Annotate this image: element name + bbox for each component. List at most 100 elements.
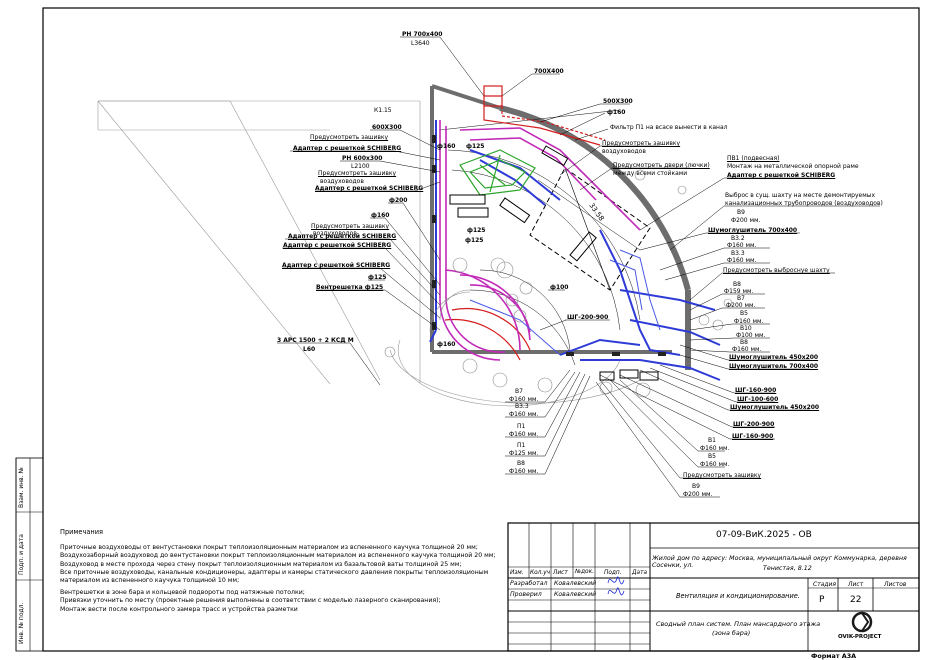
drawing-label: Ф160 мм. [509, 396, 539, 403]
drawing-label: Предусмотреть зашивку [602, 140, 681, 147]
drawing-label: Шумоглушитель 700x400 [708, 227, 798, 234]
drawing-label: Ф200 мм. [726, 302, 756, 309]
drawing-label: между всеми стойками [613, 170, 688, 177]
drawing-label: ф160 [437, 143, 456, 150]
drawing-label: Предусмотреть зашивку [683, 472, 762, 479]
drawing-label: ШГ-100-600 [737, 396, 779, 403]
drawing-label: ШГ-160-900 [732, 433, 774, 440]
drawing-label: Ф160 мм. [509, 411, 539, 418]
stamp-header-sheet: Лист [848, 581, 864, 588]
note-line: Приточные воздуховоды от вентустановки п… [60, 544, 478, 552]
stamp-drawing-title-line2: (зона бара) [712, 629, 751, 637]
drawing-label: В3.3 [515, 403, 529, 410]
drawing-label: Выброс в сущ. шахту на месте демонтируем… [725, 192, 876, 199]
drawing-label: В7 [737, 295, 745, 302]
stamp-header-data: Дата [632, 570, 648, 576]
stamp-drawing-title-line1: Сводный план систем. План мансардного эт… [656, 620, 821, 628]
drawing-label: Адаптер с решеткой SCHIBERG [282, 262, 391, 269]
drawing-label: ф160 [607, 109, 626, 116]
drawing-label: ф125 [466, 143, 485, 150]
drawing-label: L2100 [351, 163, 370, 170]
drawing-label: В10 [740, 325, 752, 332]
drawing-label: Ф200 мм. [731, 217, 761, 224]
drawing-label: 700X400 [534, 68, 564, 75]
stamp-address-line1: Жилой дом по адресу: Москва, муниципальн… [652, 555, 907, 569]
stamp-header-izm: Изм. [510, 570, 524, 576]
drawing-label: В8 [517, 460, 525, 467]
note-line: Воздухозаборный воздуховод до вентустано… [60, 552, 496, 560]
drawing-label: ф200 [389, 197, 408, 204]
drawing-label: Адаптер с решеткой SCHIBERG [727, 172, 836, 179]
notes-lines: Приточные воздуховоды от вентустановки п… [60, 544, 510, 614]
side-label-replace: Взам. инв. № [18, 467, 25, 508]
drawing-label: Ф160 мм. [727, 257, 757, 264]
drawing-label: В9 [737, 209, 745, 216]
notes-title: Примечания [60, 528, 103, 536]
drawing-label: Ф160 мм. [509, 431, 539, 438]
drawing-label: В1 [708, 437, 716, 444]
drawing-label: Ф125 мм. [509, 450, 539, 457]
note-line: Привязки уточнить по месту (проектные ре… [60, 597, 441, 605]
drawing-label: Предусмотреть зашивку [318, 170, 397, 177]
drawing-label: Адаптер с решеткой SCHIBERG [315, 185, 424, 192]
drawing-label: Ф160 мм. [509, 468, 539, 475]
drawing-label: ШГ-160-900 [735, 387, 777, 394]
drawing-label: В5 [740, 310, 748, 317]
stamp-checker-name: Ковалевский [554, 591, 597, 598]
drawing-label: Ф200 мм. [683, 491, 713, 498]
drawing-label: Адаптер с решеткой SCHIBERG [293, 145, 402, 152]
drawing-label: Ф159 мм. [724, 288, 754, 295]
drawing-label: L3640 [411, 40, 430, 47]
drawing-label: В3.2 [731, 235, 745, 242]
drawing-label: 600X300 [372, 124, 402, 131]
drawing-label: Предусмотреть выброснуе шахту [723, 267, 830, 274]
drawing-label: Ф160 мм. [732, 346, 762, 353]
drawing-label: П1 [517, 423, 526, 430]
drawing-label: Ф160 мм. [727, 242, 757, 249]
drawing-label: ф100 [550, 284, 569, 291]
company-logo-icon [851, 611, 873, 633]
drawing-label: Ф160 мм. [700, 445, 730, 452]
stamp-checker-role: Проверил [510, 591, 542, 598]
drawing-label: воздуховодов [602, 148, 646, 155]
drawing-label: В8 [740, 339, 748, 346]
drawing-label: П1 [517, 442, 526, 449]
stamp-developer-name: Ковалевский [554, 580, 597, 587]
drawing-label: ф160 [371, 212, 390, 219]
drawing-label: Ф160 мм. [734, 318, 764, 325]
stamp-header-ndok: №док. [575, 569, 594, 575]
stamp-stage: Р [819, 595, 825, 605]
drawing-label: Предусмотреть зашивку [310, 134, 389, 141]
stamp-company: OVIK-PROJECT [838, 634, 882, 640]
drawing-label: В9 [692, 483, 700, 490]
drawing-label: В3.3 [731, 250, 745, 257]
stamp-header-list: Лист [553, 570, 568, 576]
drawing-label: PH 700x400 [402, 31, 443, 38]
drawing-label: воздуховодов [313, 230, 357, 237]
drawing-label: РН 600х300 [342, 155, 383, 162]
stamp-header-kol: Кол.уч [530, 570, 551, 576]
drawing-label: ф125 [465, 237, 484, 244]
side-label-inventory: Инв. № подл. [18, 602, 25, 644]
notes-block: Примечания Приточные воздуховоды от вент… [60, 528, 510, 614]
drawing-label: ШГ-200-900 [733, 421, 775, 428]
stamp-code: 07-09-ВиК.2025 - ОВ [716, 530, 812, 540]
stamp-developer-role: Разработал [510, 580, 548, 587]
stamp-format: Формат А3А [811, 652, 857, 660]
stamp-address-line2: Тенистая, 8.12 [763, 565, 812, 572]
note-line: Монтаж вести после контрольного замера т… [60, 605, 298, 613]
stamp-sheet-number: 22 [850, 595, 862, 605]
drawing-label: В5 [708, 453, 716, 460]
stamp-header-podp: Подп. [604, 570, 622, 576]
stamp-header-sheets: Листов [884, 581, 907, 588]
note-line: Воздуховод в месте прохода через стену п… [60, 560, 462, 568]
drawing-label: ф125 [467, 227, 486, 234]
drawing-label: Предусмотреть зашивку [311, 223, 390, 230]
note-line: Все приточные воздуховоды, канальные кон… [60, 568, 489, 576]
drawing-label: К1.15 [374, 107, 392, 114]
drawing-label: 3 АРС 1500 + 2 КСД М [277, 337, 354, 344]
drawing-label: Ф100 мм. [736, 332, 766, 339]
drawing-label: ПВ1 (подвесная) [727, 155, 780, 162]
